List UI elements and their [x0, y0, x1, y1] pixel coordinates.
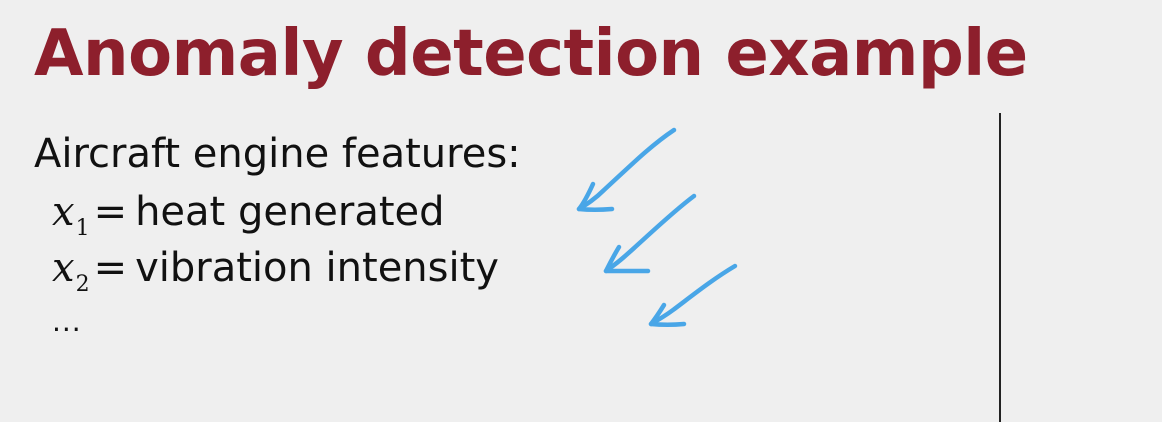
feature-subscript-2: 2 [75, 272, 90, 297]
handwritten-arrow-icon [648, 263, 738, 327]
feature-vibration-intensity: x2=vibration intensity [52, 244, 499, 296]
feature-variable-x: x [52, 189, 75, 235]
feature-description: heat generated [135, 189, 445, 235]
vertical-divider [999, 113, 1001, 422]
features-heading: Aircraft engine features: [34, 131, 521, 177]
equals-sign: = [93, 189, 128, 235]
feature-subscript-1: 1 [75, 216, 90, 241]
handwritten-arrow-icon [576, 127, 677, 212]
more-features-ellipsis: ... [52, 305, 82, 338]
slide-title: Anomaly detection example [34, 17, 1028, 91]
feature-description: vibration intensity [135, 245, 499, 291]
feature-heat-generated: x1=heat generated [52, 188, 445, 240]
equals-sign: = [93, 245, 128, 291]
feature-variable-x: x [52, 245, 75, 291]
handwritten-arrow-icon [603, 193, 697, 274]
